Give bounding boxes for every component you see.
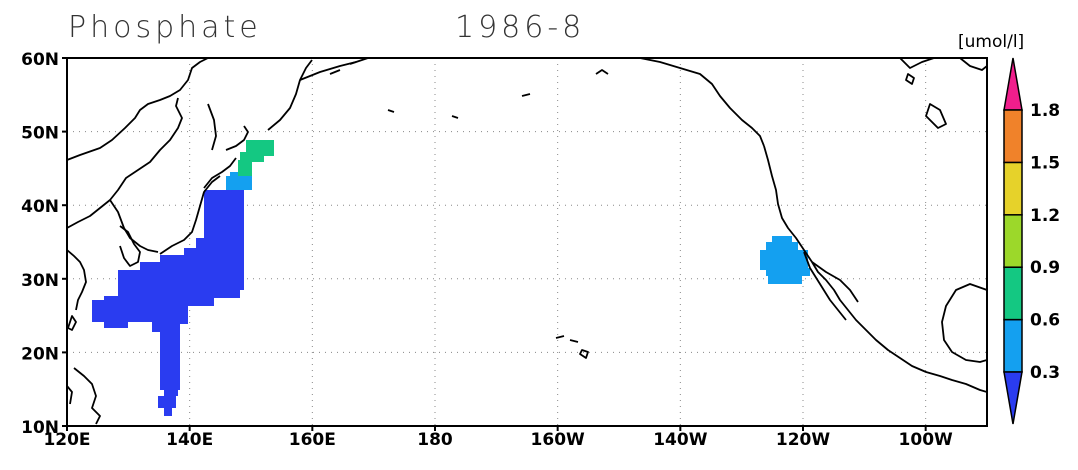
title-date: 1986-8 [455, 10, 586, 45]
map-frame [66, 57, 988, 427]
lon-tick-label: 140E [166, 430, 213, 450]
colorbar-bottom-arrow [1003, 371, 1023, 425]
lat-axis: 10N 20N 30N 40N 50N 60N [21, 50, 67, 438]
lon-tick-label: 180 [417, 430, 453, 450]
region-off-baja [760, 236, 810, 284]
units-label: [umol/l] [958, 32, 1025, 52]
region-kuroshio [92, 190, 244, 416]
lon-tick-label: 160E [289, 430, 336, 450]
lat-tick-label: 60N [21, 50, 59, 70]
lat-tick-label: 10N [21, 418, 59, 438]
lat-tick-label: 30N [21, 271, 59, 291]
colorbar-segment [1003, 266, 1023, 321]
map-grid [67, 58, 987, 426]
lon-axis: 120E 140E 160E 180 160W 140W 120W 100W [43, 426, 953, 450]
colorbar-label: 1.2 [1030, 206, 1060, 226]
lon-tick-label: 120W [776, 430, 830, 450]
colorbar-top-arrow [1003, 57, 1023, 111]
title-variable: Phosphate [68, 10, 262, 45]
colorbar-label: 1.8 [1030, 101, 1060, 121]
lon-tick-label: 100W [899, 430, 953, 450]
lat-tick-label: 20N [21, 344, 59, 364]
colorbar-segment [1003, 109, 1023, 164]
region-off-hokkaido [238, 140, 274, 176]
colorbar-segment [1003, 214, 1023, 268]
colorbar-label: 0.9 [1030, 258, 1060, 278]
colorbar-segment [1003, 318, 1023, 373]
lon-tick-label: 120E [43, 430, 90, 450]
colorbar-label: 0.3 [1030, 363, 1060, 383]
lat-tick-label: 40N [21, 197, 59, 217]
lat-tick-label: 50N [21, 124, 59, 144]
colorbar-label: 1.5 [1030, 153, 1060, 173]
colorbar: 0.3 0.6 0.9 1.2 1.5 1.8 [1003, 57, 1060, 425]
lon-tick-label: 140W [653, 430, 707, 450]
colorbar-segment [1003, 161, 1023, 216]
lon-tick-label: 160W [531, 430, 585, 450]
colorbar-label: 0.6 [1030, 311, 1060, 331]
coastlines [67, 58, 987, 425]
data-layer [92, 140, 810, 416]
